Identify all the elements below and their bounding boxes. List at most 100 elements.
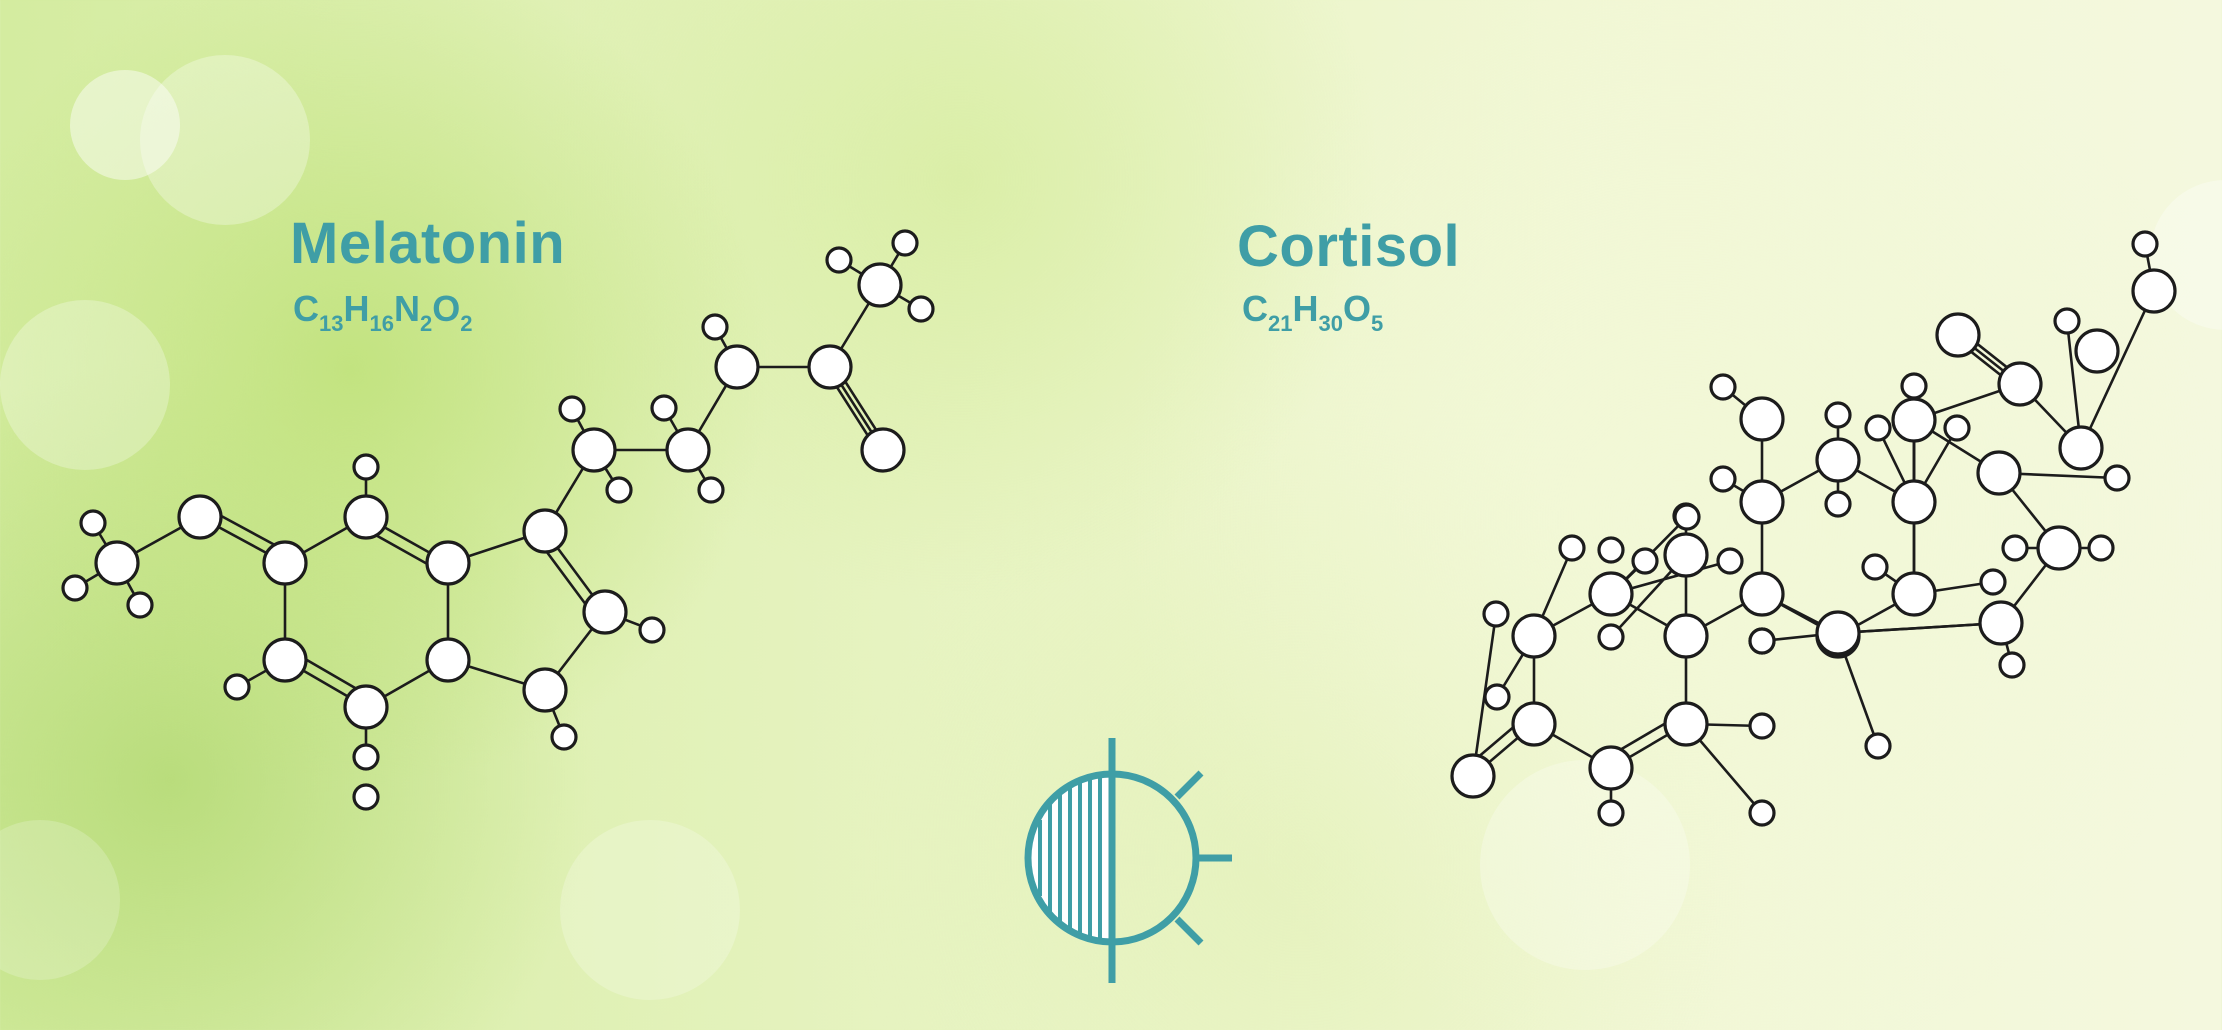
melatonin-double-bond [302,657,360,691]
melatonin-hydrogen-atom [61,574,89,602]
cortisol-heavy-atom [1588,745,1634,791]
cortisol-hydrogen-atom [1673,503,1701,531]
cortisol-formula: C21H30O5 [1242,288,1384,336]
melatonin-heavy-atom [522,508,568,554]
cortisol-heavy-atom [1815,437,1861,483]
melatonin-heavy-atom [262,637,308,683]
melatonin-heavy-atom [857,262,903,308]
cortisol-heavy-atom [1739,396,1785,442]
melatonin-heavy-atom [94,540,140,586]
melatonin-hydrogen-atom [79,509,107,537]
cortisol-heavy-atom [1663,532,1709,578]
melatonin-hydrogen-atom [891,229,919,257]
cortisol-hydrogen-atom [2131,230,2159,258]
melatonin-hydrogen-atom [352,743,380,771]
cortisol-hydrogen-atom [1979,568,2007,596]
cortisol-bond [1836,621,2003,635]
melatonin-hydrogen-atom [352,783,380,811]
cortisol-double-bond [1616,720,1669,753]
melatonin-heavy-atom [665,427,711,473]
cortisol-heavy-atom [2074,328,2120,374]
cortisol-hydrogen-atom [1748,799,1776,827]
day-night-sun-icon [1024,738,1232,983]
cortisol-hydrogen-atom [1864,414,1892,442]
cortisol-heavy-atom [2131,268,2177,314]
cortisol-heavy-atom [1891,397,1937,443]
cortisol-heavy-atom [1511,613,1557,659]
cortisol-hydrogen-atom [2087,534,2115,562]
melatonin-hydrogen-atom [223,673,251,701]
melatonin-hydrogen-atom [907,295,935,323]
melatonin-hydrogen-atom [550,723,578,751]
melatonin-heavy-atom [714,344,760,390]
cortisol-double-bond [1474,723,1518,761]
melatonin-heavy-atom [262,540,308,586]
cortisol-bond [2079,289,2156,450]
melatonin-double-bond [373,533,430,567]
cortisol-hydrogen-atom [2103,464,2131,492]
cortisol-hydrogen-atom [1597,623,1625,651]
cortisol-hydrogen-atom [1716,547,1744,575]
cortisol-hydrogen-atom [2053,307,2081,335]
melatonin-hydrogen-atom [558,395,586,423]
cortisol-heavy-atom [1978,600,2024,646]
melatonin-double-bond [218,513,278,547]
cortisol-heavy-atom [1450,753,1496,799]
cortisol-hydrogen-atom [1900,372,1928,400]
cortisol-hydrogen-atom [1861,553,1889,581]
cortisol-heavy-atom [1511,701,1557,747]
melatonin-heavy-atom [177,494,223,540]
cortisol-heavy-atom [1739,571,1785,617]
melatonin-formula: C13H16N2O2 [293,288,473,336]
melatonin-hydrogen-atom [605,476,633,504]
melatonin-hydrogen-atom [126,591,154,619]
cortisol-heavy-atom [2036,525,2082,571]
cortisol-hydrogen-atom [2001,534,2029,562]
cortisol-hydrogen-atom [1709,373,1737,401]
cortisol-heavy-atom [2058,425,2104,471]
melatonin-title: Melatonin [290,211,566,276]
cortisol-hydrogen-atom [1597,799,1625,827]
cortisol-heavy-atom [1891,571,1937,617]
cortisol-heavy-atom [1891,479,1937,525]
melatonin-hydrogen-atom [825,246,853,274]
cortisol-hydrogen-atom [1998,651,2026,679]
melatonin-heavy-atom [807,344,853,390]
melatonin-hydrogen-atom [638,616,666,644]
melatonin-hydrogen-atom [697,476,725,504]
melatonin-hydrogen-atom [701,313,729,341]
melatonin-heavy-atom [860,427,906,473]
cortisol-hydrogen-atom [1943,414,1971,442]
cortisol-heavy-atom [1588,571,1634,617]
cortisol-hydrogen-atom [1864,732,1892,760]
cortisol-hydrogen-atom [1748,712,1776,740]
cortisol-hydrogen-atom [1483,683,1511,711]
cortisol-heavy-atom [1935,312,1981,358]
melatonin-heavy-atom [571,427,617,473]
cortisol-heavy-atom [1815,610,1861,656]
cortisol-heavy-atom [1976,450,2022,496]
cortisol-heavy-atom [1663,613,1709,659]
cortisol-heavy-atom [1663,701,1709,747]
cortisol-hydrogen-atom [1597,536,1625,564]
melatonin-molecule [61,229,935,811]
melatonin-hydrogen-atom [352,453,380,481]
cortisol-hydrogen-atom [1558,534,1586,562]
cortisol-molecule [1450,230,2177,827]
cortisol-heavy-atom [1739,479,1785,525]
cortisol-hydrogen-atom [1824,401,1852,429]
cortisol-hydrogen-atom [1631,547,1659,575]
melatonin-heavy-atom [343,684,389,730]
melatonin-hydrogen-atom [650,394,678,422]
melatonin-heavy-atom [343,494,389,540]
cortisol-hydrogen-atom [1709,465,1737,493]
cortisol-hydrogen-atom [1824,490,1852,518]
melatonin-heavy-atom [425,637,471,683]
melatonin-heavy-atom [522,667,568,713]
cortisol-heavy-atom [1997,361,2043,407]
melatonin-heavy-atom [582,589,628,635]
cortisol-hydrogen-atom [1748,627,1776,655]
melatonin-heavy-atom [425,540,471,586]
cortisol-title: Cortisol [1237,214,1461,279]
